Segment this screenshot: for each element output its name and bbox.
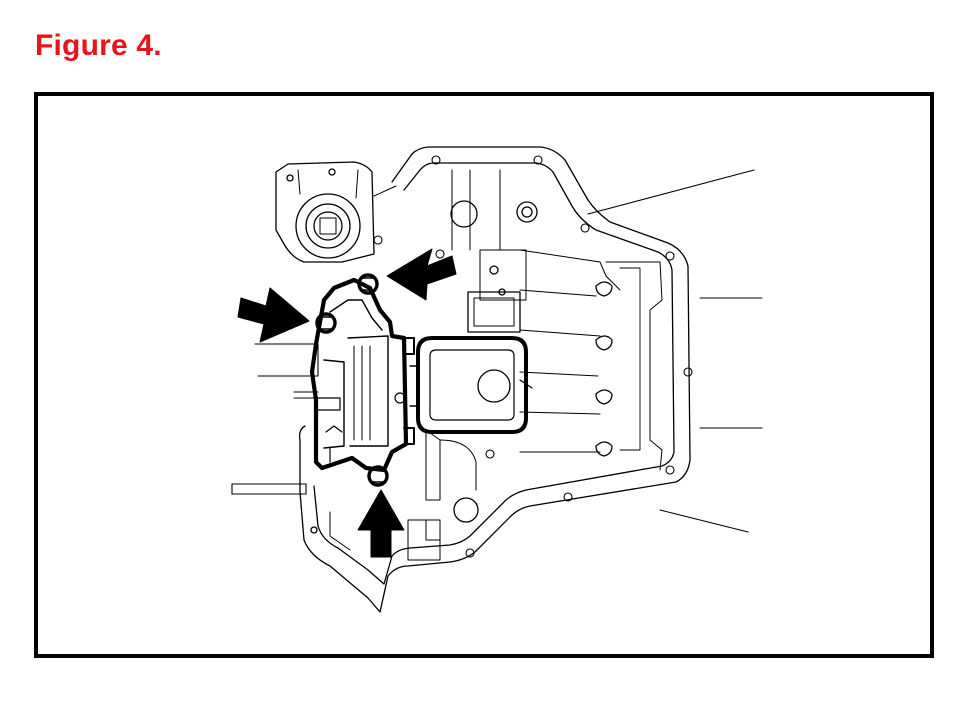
flange-bolt-holes [373,155,693,558]
bolt-top [357,273,379,295]
extension-housing [275,161,397,263]
highlighted-bolts [315,273,389,487]
bolt-bottom [367,465,389,487]
arrow-bottom-icon [357,489,405,558]
figure-title: Figure 4. [35,29,162,62]
valve-body-assembly [309,277,415,473]
arrow-top-right-icon [386,248,457,301]
external-lines [231,169,763,533]
arrow-left-icon [237,287,310,343]
bolt-left [315,312,337,334]
figure-frame [34,92,934,658]
oil-pan-housing [298,146,693,613]
solenoid-cover-plate [409,336,533,434]
callout-arrows [237,248,457,558]
